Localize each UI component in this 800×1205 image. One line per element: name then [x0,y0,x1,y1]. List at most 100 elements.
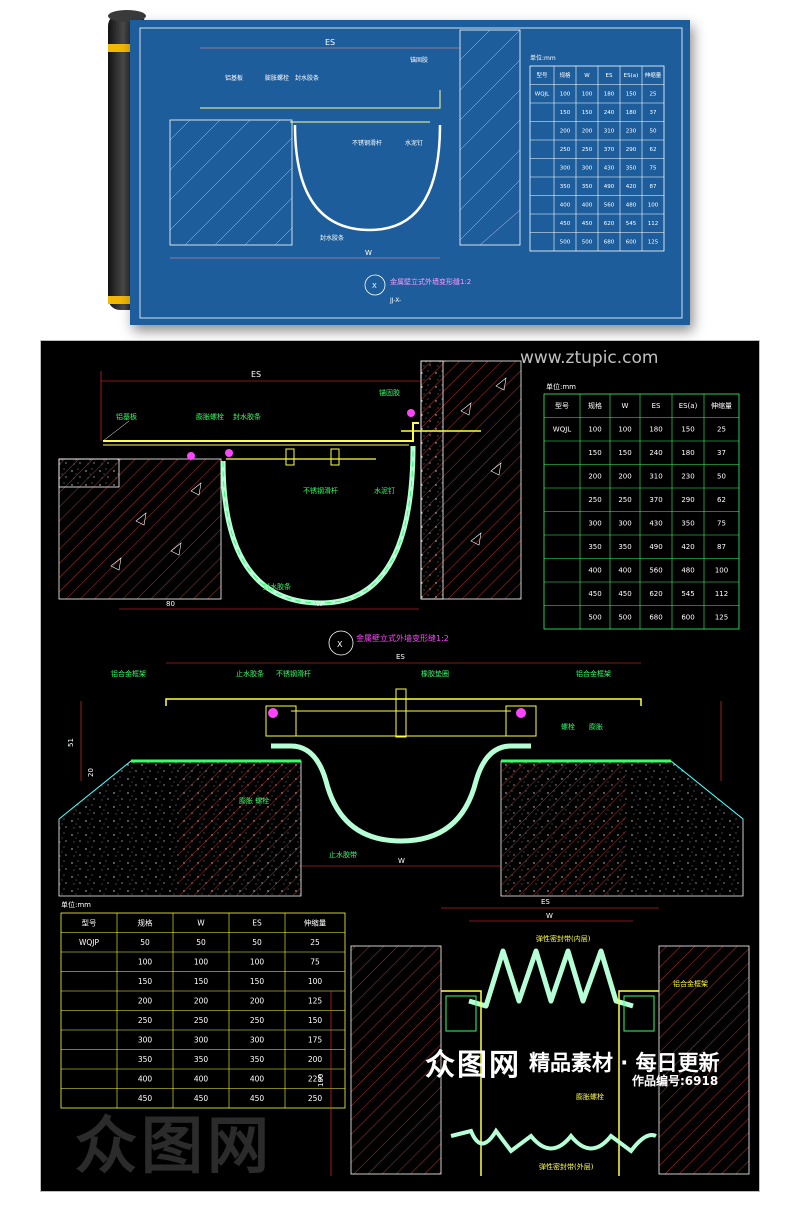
top-table-cell: 250 [618,496,631,504]
bottom-table-cell: 50 [140,938,150,947]
bottom-table-cell: 300 [194,1035,209,1044]
top-table-cell: 490 [649,543,662,551]
blueprint-section-sub: JJ-X- [389,297,401,304]
watermark-big-logo: 众图网 [75,1109,274,1182]
top-table-cell: 200 [618,473,631,481]
top-label-steel-rod: 不锈钢滑杆 [303,486,338,495]
top-table-cell: 62 [717,496,726,504]
bottom-table-cell: 50 [196,938,206,947]
top-table-cell: 37 [717,449,726,457]
blueprint-u-seal [293,124,442,232]
top-table-cell: 87 [717,543,726,551]
bottom-table-header-cell: 型号 [82,918,97,927]
blueprint-table-cell: 180 [626,110,637,116]
blueprint-table-header-cell: 型号 [536,71,548,79]
blueprint-label-aluminum: 铝基板 [225,74,243,82]
bottom-wall-right [658,945,750,1175]
bottom-table-cell: 250 [138,1016,153,1025]
top-label-aluminum-plate: 铝基板 [116,412,137,421]
blueprint-table-cell: 430 [604,166,615,172]
top-table-cell: 125 [715,614,728,622]
bottom-table-cell: 350 [138,1055,153,1064]
top-table-header-cell: 型号 [555,401,569,410]
bottom-table-cell: 100 [308,977,323,986]
blueprint-table-header-cell: 伸缩量 [645,71,662,79]
watermark-brand: 众图网 精品素材 · 每日更新 [425,1040,720,1084]
bottom-table-cell: 175 [308,1035,323,1044]
top-table-cell: 180 [649,426,662,434]
watermark-site: www.ztupic.com [520,348,659,368]
top-table-cell: 350 [618,543,631,551]
top-table-cell: 450 [618,590,631,598]
top-table-cell: 680 [649,614,662,622]
middle-dim-51: 51 [67,738,75,747]
blueprint-table-cell: 150 [560,110,571,116]
blueprint-section-marker [364,274,386,296]
top-table-cell: 350 [681,520,694,528]
blueprint-table-cell: 240 [604,110,615,116]
bottom-label-outer-seal: 弹性密封带(外层) [539,1162,594,1171]
blueprint-table-cell: 490 [604,184,615,190]
middle-dim-es: ES [396,653,405,661]
top-table-cell: 500 [588,614,601,622]
blueprint-table-cell: 310 [604,129,615,135]
top-table-cell: 100 [715,567,728,575]
bottom-table-cell: 150 [308,1016,323,1025]
top-table-cell: 400 [618,567,631,575]
blueprint-table-cell: 680 [604,240,615,246]
blueprint-table-cell: 600 [626,240,637,246]
middle-label-bottom-strip: 止水胶带 [329,850,357,859]
blueprint-table-cell: 350 [560,184,571,190]
blueprint-table-cell: 250 [560,147,571,153]
middle-label-bolt: 螺栓 [561,722,575,731]
top-concrete-left [58,458,222,600]
bottom-table-unit: 单位:mm [61,900,91,909]
bottom-inner-seal [468,948,634,1009]
blueprint-table-cell: 450 [560,221,571,227]
bottom-dim-es: ES [541,898,550,906]
top-table-cell: 100 [588,426,601,434]
bottom-wall-left [350,945,442,1175]
brand-slogan: 精品素材 · 每日更新 [529,1051,720,1075]
top-table-header-cell: 规格 [588,401,602,410]
middle-dim-w: W [398,857,405,865]
top-table-cell: 150 [618,449,631,457]
bottom-label-inner-seal: 弹性密封带(内层) [536,934,591,943]
top-table-cell: 310 [649,473,662,481]
bottom-table-cell: WQJP [79,938,100,947]
blueprint-dim-es: ES [325,38,335,47]
blueprint-table-cell: 150 [626,92,637,98]
middle-label-expansion: 膨胀 [589,722,603,731]
bottom-table-cell: 400 [250,1074,265,1083]
bottom-label-expansion-bolt: 膨胀螺栓 [576,1092,604,1101]
bottom-section-drawing: ES W 100 弹性密封带(内层) 铝合金框架 膨胀螺栓 弹性密封带(外层) [317,898,750,1176]
top-table-cell: 100 [618,426,631,434]
bottom-table-cell: 200 [308,1055,323,1064]
top-table-cell: 560 [649,567,662,575]
blueprint-table-cell: 25 [650,92,657,98]
blueprint-table-cell: 112 [648,221,659,227]
bottom-table-cell: 300 [250,1035,265,1044]
bottom-table-cell: 450 [194,1094,209,1103]
blueprint-table-cell: 250 [582,147,593,153]
top-section-title: 金属壁立式外墙变形缝1:2 [356,633,449,643]
blueprint-table-cell: 500 [582,240,593,246]
top-section-marker [328,630,354,656]
blueprint-table-unit: 单位:mm [530,54,556,62]
top-table-cell: 240 [649,449,662,457]
cad-drawing-panel: ES 80 W 铝基板 膨胀螺栓 封水胶条 锚固胶 不锈钢滑杆 水泥钉 封水胶条… [40,340,760,1192]
top-label-anchor-glue: 锚固胶 [379,388,400,397]
blueprint-table-cell: 400 [560,203,571,209]
top-u-seal [220,445,416,606]
middle-cover-plate [165,698,642,706]
top-table-cell: 250 [588,496,601,504]
bottom-table-cell: 150 [138,977,153,986]
bottom-table-cell: 400 [194,1074,209,1083]
bottom-table-cell: 400 [138,1074,153,1083]
blueprint-wall-right [459,29,521,246]
bottom-table-header-cell: 规格 [138,917,153,927]
middle-label-steel-rod: 不锈钢滑杆 [276,669,311,678]
bottom-table-cell: 225 [308,1074,323,1083]
middle-section-drawing: ES W 51 20 铝合金框架 止水胶条 不锈钢滑杆 橡胶垫圈 铝合金框架 螺… [58,653,744,897]
